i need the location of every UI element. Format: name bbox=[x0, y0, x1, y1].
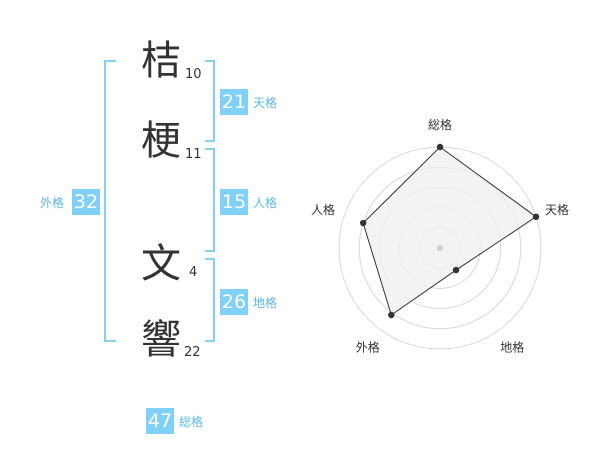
chikaku-bracket bbox=[205, 258, 215, 342]
name-char-4: 響 bbox=[141, 317, 181, 363]
tenkaku-bracket bbox=[205, 60, 215, 142]
radar-point-4 bbox=[388, 311, 395, 319]
tenkaku-value: 21 bbox=[220, 89, 248, 115]
gaikaku-bracket bbox=[104, 60, 116, 342]
jinkaku-value: 15 bbox=[220, 189, 248, 215]
radar-center-dot bbox=[437, 245, 443, 251]
radar-axis-label-1: 総格 bbox=[428, 117, 452, 132]
chikaku-value: 26 bbox=[220, 289, 248, 315]
radar-series-area bbox=[362, 146, 537, 316]
stroke-count-3: 4 bbox=[189, 265, 198, 280]
gaikaku-label: 外格 bbox=[40, 196, 65, 210]
radar-axis-label-5: 人格 bbox=[311, 202, 335, 217]
stroke-count-1: 10 bbox=[185, 67, 202, 82]
radar-point-3 bbox=[452, 266, 460, 274]
tenkaku-label: 天格 bbox=[253, 96, 278, 110]
chikaku-label: 地格 bbox=[253, 296, 278, 310]
radar-axis-label-4: 外格 bbox=[356, 340, 380, 355]
name-char-3: 文 bbox=[141, 241, 181, 287]
radar-point-1 bbox=[436, 143, 444, 151]
name-char-1: 桔 bbox=[141, 38, 181, 84]
radar-point-2 bbox=[532, 213, 540, 220]
radar-axis-label-2: 天格 bbox=[545, 202, 569, 217]
name-char-2: 梗 bbox=[141, 118, 181, 164]
gaikaku-value: 32 bbox=[72, 189, 100, 215]
soukaku-label: 総格 bbox=[179, 415, 204, 429]
radar-point-5 bbox=[359, 219, 367, 227]
jinkaku-label: 人格 bbox=[253, 196, 278, 210]
stroke-count-4: 22 bbox=[184, 345, 201, 360]
radar-axis-label-3: 地格 bbox=[500, 340, 524, 355]
jinkaku-bracket bbox=[205, 148, 215, 252]
stroke-count-2: 11 bbox=[185, 147, 202, 162]
soukaku-value: 47 bbox=[146, 408, 174, 434]
